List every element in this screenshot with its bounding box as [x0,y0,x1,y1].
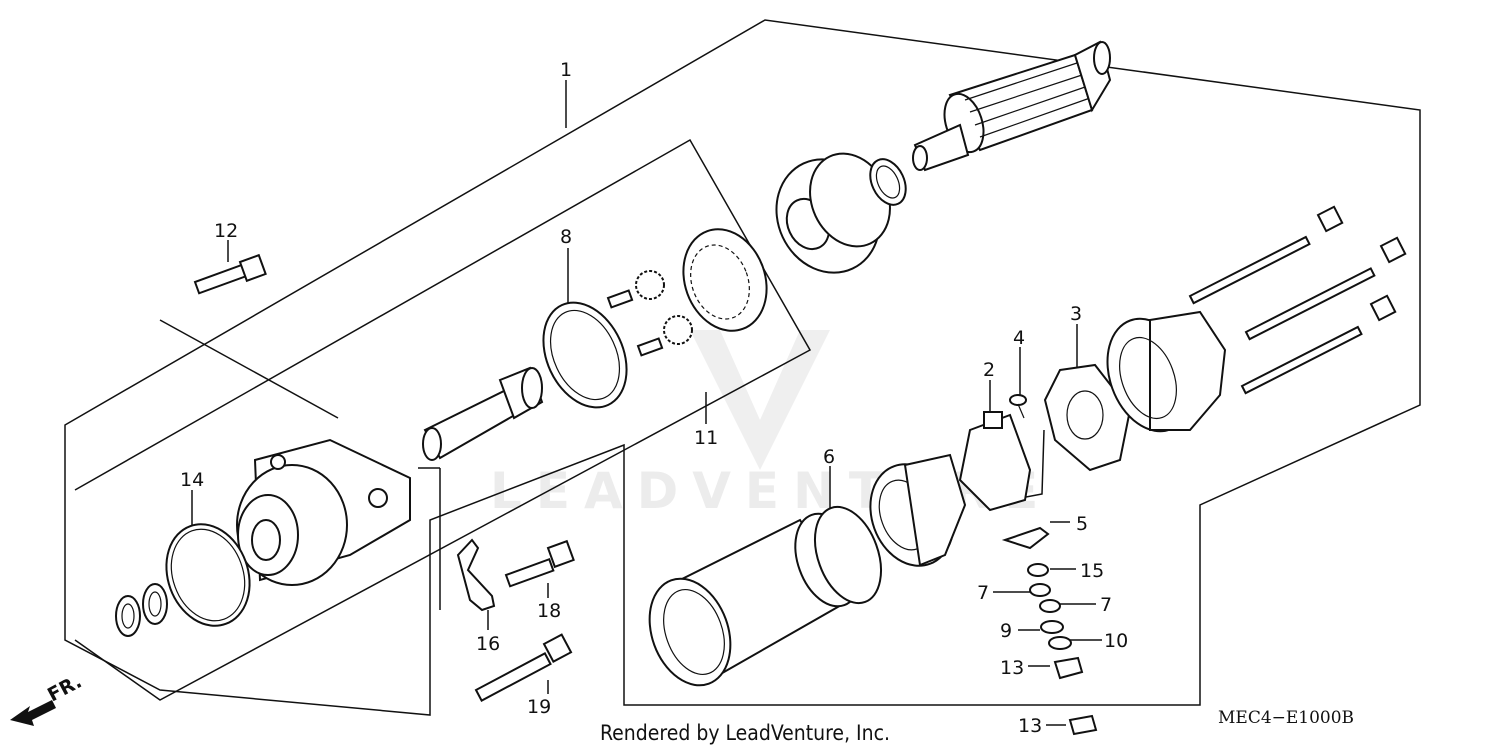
part-label-6[interactable]: 6 [823,446,835,468]
brush-housing [869,453,967,567]
assembly-outline [64,19,1421,716]
armature [912,40,1112,172]
diagram-code: MEC4−E1000B [1218,708,1354,728]
bolt-18 [504,539,575,588]
bolt-12 [193,253,267,295]
part-label-19[interactable]: 19 [527,696,551,718]
front-direction-arrow [10,700,56,726]
long-bolts [1188,205,1407,395]
part-label-1[interactable]: 1 [560,59,572,81]
part-label-12[interactable]: 12 [214,220,238,242]
o-ring-14 [165,523,251,627]
part-label-16[interactable]: 16 [476,633,500,655]
part-label-10[interactable]: 10 [1104,630,1128,652]
watermark-logo [690,330,830,470]
part-label-9[interactable]: 9 [1000,620,1012,642]
brush-plate-3 [1043,363,1132,472]
part-label-5[interactable]: 5 [1076,513,1088,535]
part-label-13a[interactable]: 13 [1000,657,1024,679]
armature-washers [775,152,907,274]
part-label-13b[interactable]: 13 [1018,715,1042,737]
planetary-gears [606,270,693,357]
output-shaft [422,366,544,461]
bolt-19 [474,633,573,702]
part-label-7b[interactable]: 7 [1100,594,1112,616]
washer-b [115,595,141,637]
terminal-hardware [1001,526,1098,736]
part-label-3[interactable]: 3 [1070,303,1082,325]
part-label-8[interactable]: 8 [560,226,572,248]
part-label-11[interactable]: 11 [694,427,718,449]
part-label-2[interactable]: 2 [983,359,995,381]
bolt12-outline [159,319,339,419]
brush-2 [958,411,1032,512]
leader-lines [191,80,1102,726]
screw-4 [1009,394,1027,419]
credit-text: Rendered by LeadVenture, Inc. [600,721,890,745]
internal-gear [682,228,768,332]
part-label-4[interactable]: 4 [1013,327,1025,349]
o-ring-6 [814,505,882,605]
part-label-18[interactable]: 18 [537,600,561,622]
ring-8 [542,301,628,409]
front-cover [236,438,411,586]
part-label-15[interactable]: 15 [1080,560,1104,582]
rear-cover [1106,310,1227,433]
motor-case [648,512,862,687]
part-label-7a[interactable]: 7 [977,582,989,604]
washer-a [142,583,168,625]
part-label-14[interactable]: 14 [180,469,204,491]
planetary-outline [74,138,812,701]
clamp-16 [456,538,496,612]
